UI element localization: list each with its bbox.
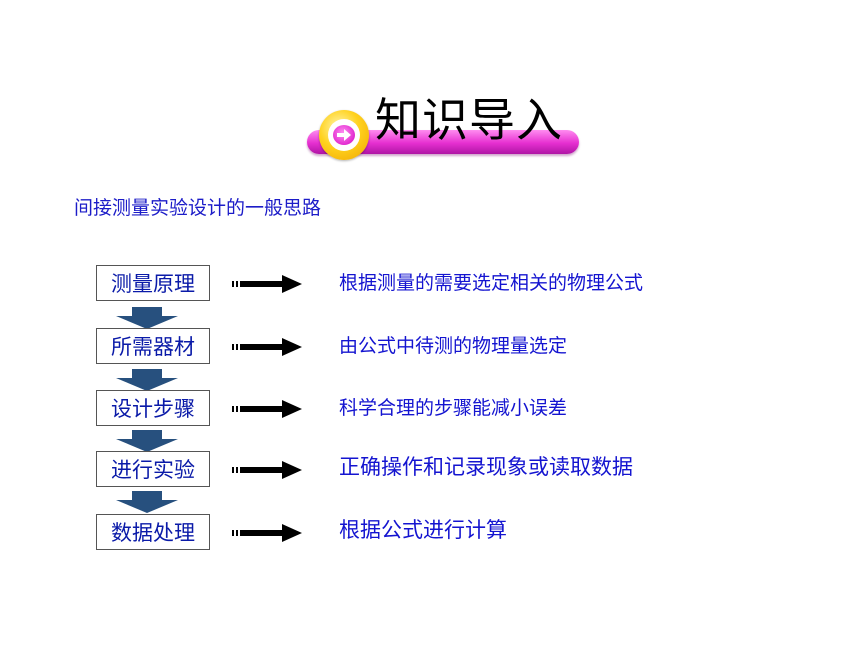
step-box-design: 设计步骤	[96, 390, 210, 426]
right-arrow-icon	[232, 461, 302, 479]
right-arrow-icon	[232, 275, 302, 293]
step-box-data-processing: 数据处理	[96, 514, 210, 550]
step-description-design: 科学合理的步骤能减小误差	[339, 397, 568, 419]
flow-row-equipment: 所需器材 由公式中待测的物理量选定	[0, 328, 860, 368]
flow-row-design: 设计步骤 科学合理的步骤能减小误差	[0, 390, 860, 430]
step-box-experiment: 进行实验	[96, 451, 210, 487]
down-arrow-icon	[116, 307, 178, 329]
flow-row-experiment: 进行实验 正确操作和记录现象或读取数据	[0, 451, 860, 491]
flow-row-principle: 测量原理 根据测量的需要选定相关的物理公式	[0, 265, 860, 305]
section-subtitle: 间接测量实验设计的一般思路	[74, 197, 322, 219]
down-arrow-icon	[116, 491, 178, 513]
down-arrow-icon	[116, 430, 178, 452]
step-box-equipment: 所需器材	[96, 328, 210, 364]
step-description-experiment: 正确操作和记录现象或读取数据	[339, 455, 633, 479]
right-arrow-icon	[232, 400, 302, 418]
banner-badge	[319, 110, 369, 160]
right-arrow-icon	[232, 524, 302, 542]
title-banner: 知识导入	[305, 92, 580, 164]
page-title: 知识导入	[375, 93, 563, 147]
step-box-principle: 测量原理	[96, 265, 210, 301]
arrow-right-icon	[333, 125, 355, 145]
flow-row-data-processing: 数据处理 根据公式进行计算	[0, 514, 860, 554]
down-arrow-icon	[116, 369, 178, 391]
step-description-principle: 根据测量的需要选定相关的物理公式	[339, 272, 644, 294]
step-description-data-processing: 根据公式进行计算	[339, 518, 507, 542]
right-arrow-icon	[232, 338, 302, 356]
step-description-equipment: 由公式中待测的物理量选定	[339, 335, 568, 357]
